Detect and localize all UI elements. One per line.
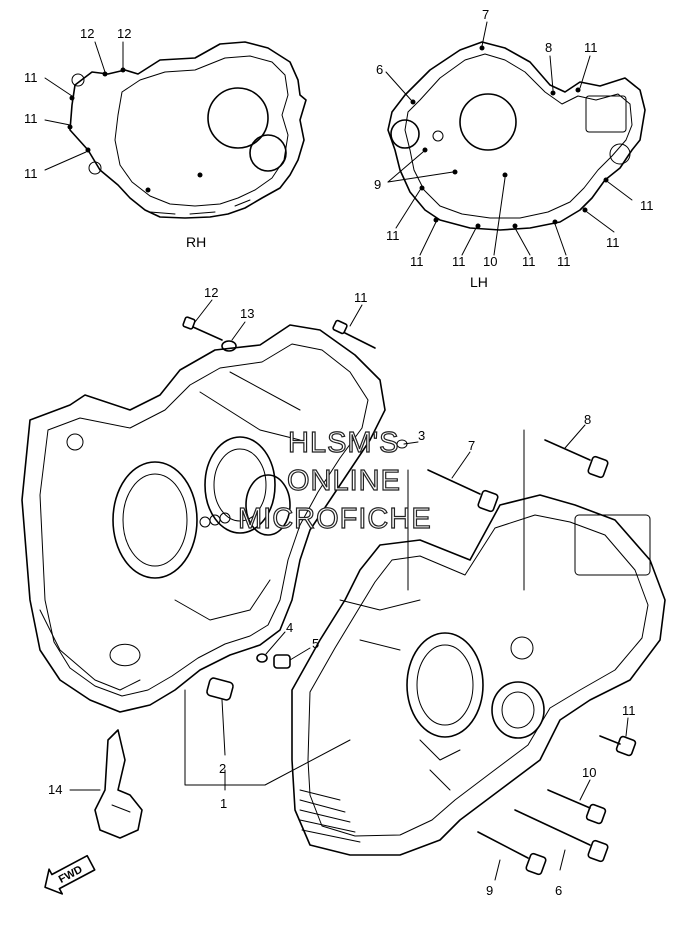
lh-bolt-dots [410,45,609,229]
lh-bearing-hole [459,93,517,151]
rh-label-12a: 12 [80,26,94,41]
rh-bearing-boss-a [204,436,276,534]
rh-caption: RH [186,234,206,250]
watermark-line-2: ONLINE [287,465,401,497]
rh-gasket: 12 12 11 11 11 RH [24,26,307,250]
label-8: 8 [584,412,591,427]
o-ring-4 [256,653,268,663]
watermark-line-1: HLSM'S [288,427,399,459]
main-bolts [94,316,637,876]
rh-label-11b: 11 [24,111,38,126]
lh-output-boss [491,681,545,739]
lh-label-9: 9 [374,177,381,192]
label-12: 12 [204,285,218,300]
rh-label-11a: 11 [24,70,38,85]
lh-label-6: 6 [376,62,383,77]
label-10: 10 [582,765,596,780]
rh-cylinder-bore [112,461,198,579]
lh-label-11-right-a: 11 [640,198,654,213]
lh-gasket: 7 8 11 6 9 11 11 11 11 11 10 11 11 LH [374,7,654,290]
lh-label-11-right-b: 11 [606,235,620,250]
bolt-8 [544,439,609,479]
left-crankcase-half [291,494,666,856]
bolt-10 [547,789,607,825]
lh-leader-lines [385,21,633,256]
rh-shaft-hole [249,134,287,172]
label-9: 9 [486,883,493,898]
dowel-2 [206,677,234,701]
lh-label-11-b4: 11 [557,254,571,269]
lh-label-11-b2: 11 [452,254,466,269]
bolt-11-bottom [599,735,637,757]
rh-label-12b: 12 [117,26,131,41]
bolt-9 [477,831,547,876]
label-13: 13 [240,306,254,321]
lh-label-8: 8 [545,40,552,55]
rh-bolt-dots [67,67,203,193]
washer-13 [221,340,237,352]
bolt-6 [514,809,609,863]
label-5: 5 [312,636,319,651]
label-6: 6 [555,883,562,898]
fwd-arrow: FWD [44,854,96,895]
label-14: 14 [48,782,62,797]
lh-side-hole [390,119,420,149]
rh-leader-lines [44,41,124,171]
strainer-14 [94,729,143,839]
main-leader-lines [69,299,629,881]
lh-label-11-left: 11 [386,228,400,243]
label-3: 3 [418,428,425,443]
lh-label-11-top: 11 [584,40,598,55]
lh-cylinder-bore [406,632,484,738]
bolt-11-top [332,319,376,349]
bolt-12 [182,316,223,341]
label-4: 4 [286,620,293,635]
label-7: 7 [468,438,475,453]
label-11-top: 11 [354,290,368,305]
lh-label-11-b1: 11 [410,254,424,269]
lh-label-10: 10 [483,254,497,269]
watermark-line-3: MICROFICHE [238,503,432,535]
label-2: 2 [219,761,226,776]
bolt-7 [427,469,499,513]
rh-bearing-boss-b [245,474,291,536]
lh-caption: LH [470,274,488,290]
right-crankcase-half [21,324,386,713]
lh-label-11-b3: 11 [522,254,536,269]
rh-label-11c: 11 [24,166,38,181]
label-11-bottom: 11 [622,703,636,718]
dowel-5 [273,654,291,669]
label-1: 1 [220,796,227,811]
watermark: HLSM'S ONLINE MICROFICHE [237,426,432,535]
lh-label-7: 7 [482,7,489,22]
rh-bearing-hole [207,87,269,149]
